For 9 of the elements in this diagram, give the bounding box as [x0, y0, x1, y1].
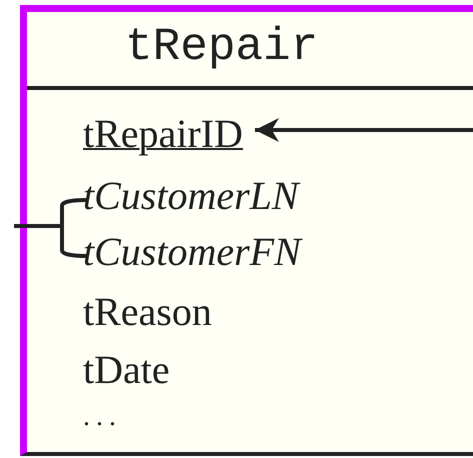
foreign-key-field: tCustomerFN	[83, 230, 301, 274]
table-box	[20, 5, 473, 456]
field-name: tReason	[83, 290, 212, 334]
table-name: tRepair	[125, 20, 318, 75]
field-name: tDate	[83, 348, 170, 392]
foreign-key-field: tCustomerLN	[83, 174, 299, 218]
ellipsis: ...	[83, 402, 122, 433]
primary-key-field: tRepairID	[83, 112, 243, 156]
arrow	[254, 118, 473, 142]
